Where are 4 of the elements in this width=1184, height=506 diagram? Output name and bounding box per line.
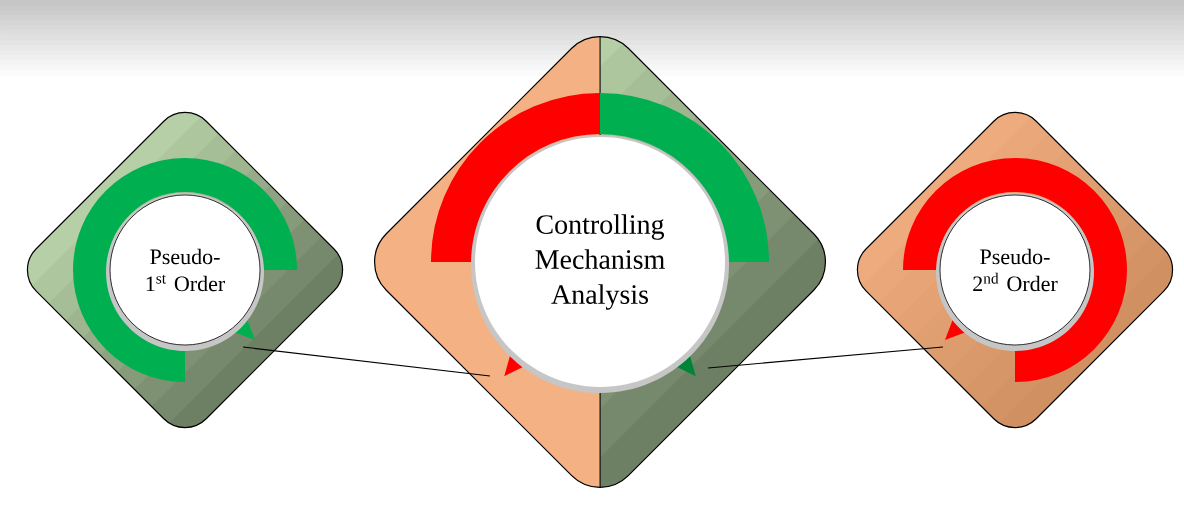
node-label: Pseudo- 1$^{st}$ Order (146, 248, 225, 292)
node-label: Controlling Mechanism Analysis (535, 214, 665, 310)
node-label: Pseudo- 2$^{nd}$ Order (973, 248, 1058, 292)
connector-line (242, 346, 491, 377)
